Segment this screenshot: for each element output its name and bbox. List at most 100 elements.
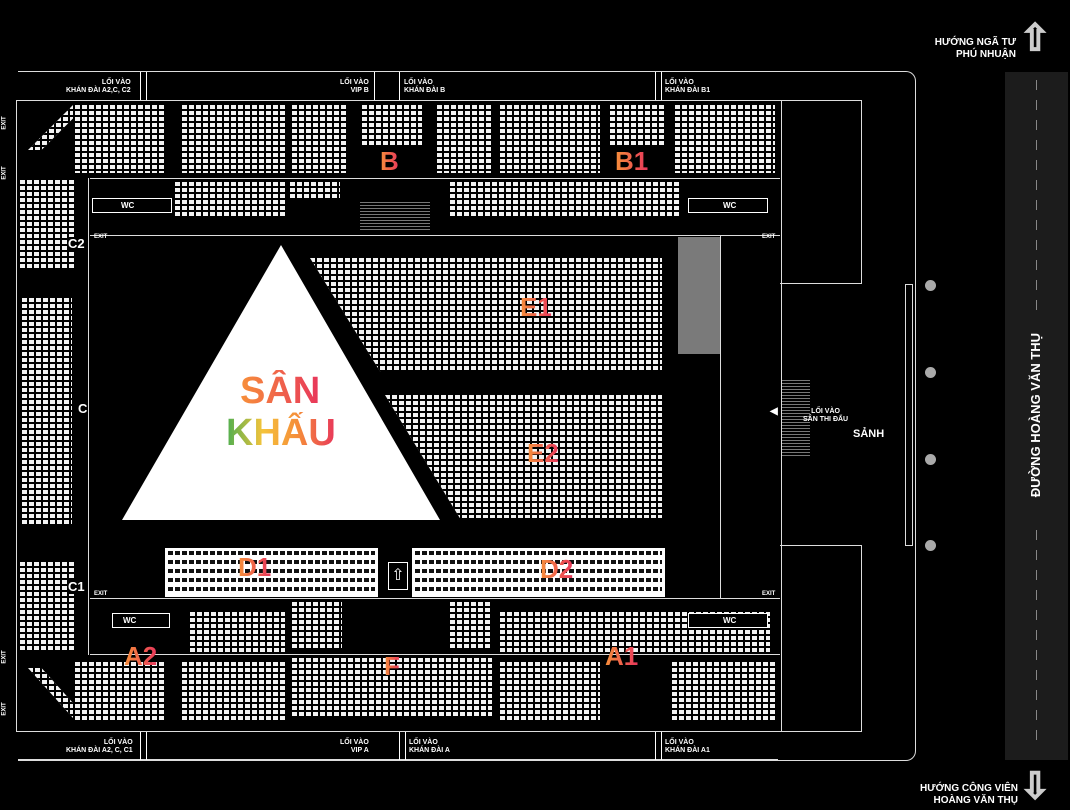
section-b1[interactable]: B1: [615, 146, 649, 176]
seat-block-corridor-top[interactable]: [290, 182, 340, 198]
road-centerline: [1036, 530, 1037, 750]
exit-label: EXIT: [1, 166, 8, 180]
tree-icon: [925, 280, 936, 291]
section-c1[interactable]: C1: [68, 579, 85, 594]
section-e2[interactable]: E2: [527, 438, 559, 468]
seat-block-top[interactable]: [292, 105, 347, 173]
exit-label: EXIT: [1, 116, 8, 130]
seat-block-vip-a[interactable]: [450, 602, 490, 650]
section-e1[interactable]: E1: [520, 292, 552, 322]
section-d1[interactable]: D1: [238, 552, 272, 582]
seat-block-top[interactable]: [675, 105, 775, 173]
exit-label: EXIT: [1, 650, 8, 664]
entrance-label: LỐI VÀO: [101, 79, 131, 86]
section-f[interactable]: F: [384, 651, 400, 681]
arrow-icon: [140, 732, 141, 760]
entrance-label: LỐI VÀO: [665, 79, 694, 86]
seat-block-vip-b[interactable]: [362, 105, 422, 145]
entrance-label: KHÁN ĐÀI A2, C, C1: [66, 747, 133, 754]
direction-label: HOÀNG VĂN THỤ: [933, 795, 1018, 806]
bottom-corridor: [90, 598, 780, 655]
seat-block-bottom[interactable]: [182, 662, 285, 722]
seat-block-corridor-bottom[interactable]: [190, 612, 285, 652]
arrow-icon: [140, 72, 141, 100]
arrow-icon: [655, 72, 656, 100]
stairs: [360, 200, 430, 230]
seat-block-vip-a[interactable]: [292, 602, 342, 650]
seat-block-top[interactable]: [437, 105, 492, 173]
bottom-walkway: [18, 759, 778, 760]
section-b[interactable]: B: [380, 146, 399, 176]
entrance-label: LỐI VÀO: [340, 79, 369, 86]
wc-bottom-right: WC: [688, 613, 768, 628]
arena-doors: [782, 378, 810, 456]
arrow-icon: [655, 732, 656, 760]
section-c[interactable]: C: [78, 401, 88, 416]
building-outline: [18, 71, 916, 761]
entrance-label: LỐI VÀO: [665, 739, 694, 746]
lobby-label: SẢNH: [853, 428, 885, 440]
section-c2[interactable]: C2: [68, 236, 85, 251]
exit-label: EXIT: [762, 591, 776, 597]
wc-top-right: WC: [688, 198, 768, 213]
exit-label: EXIT: [94, 591, 108, 597]
seat-block-top[interactable]: [500, 105, 600, 173]
entrance-label: LỐI VÀO: [409, 739, 438, 746]
seat-block-d2[interactable]: [412, 548, 665, 597]
seat-block-top[interactable]: [182, 105, 285, 173]
arrow-icon: [661, 732, 662, 760]
seat-block-corridor-top[interactable]: [450, 182, 680, 216]
seat-block-f[interactable]: [292, 658, 492, 718]
arrow-up-icon: ⇧: [1019, 17, 1051, 58]
tech-booth: [678, 237, 720, 354]
section-a2[interactable]: A2: [124, 641, 158, 671]
stage-label-line1: SÂN: [240, 370, 321, 412]
entrance-label: LỐI VÀO: [103, 739, 133, 746]
seat-block-top[interactable]: [75, 105, 165, 173]
arrow-icon: [374, 72, 375, 100]
seat-block-bottom[interactable]: [500, 662, 600, 722]
direction-label: PHÚ NHUẬN: [956, 49, 1016, 60]
direction-label: HƯỚNG CÔNG VIÊN: [920, 783, 1018, 794]
entrance-label: LỐI VÀO: [404, 79, 433, 86]
entrance-label: VIP A: [350, 747, 369, 754]
seat-block-bottom[interactable]: [672, 662, 777, 722]
arrow-icon: [405, 732, 406, 760]
seat-block-corridor-bottom[interactable]: [500, 612, 770, 652]
lobby-lower: [780, 545, 862, 732]
tree-icon: [925, 367, 936, 378]
seat-block-c2[interactable]: [20, 180, 75, 270]
entrance-label: KHÁN ĐÀI A2,C, C2: [66, 87, 131, 94]
seat-block-c1[interactable]: [20, 562, 75, 650]
entrance-label: KHÁN ĐÀI A: [409, 747, 450, 754]
seat-block-corridor-top[interactable]: [175, 182, 285, 216]
exit-label: EXIT: [1, 702, 8, 716]
direction-label: HƯỚNG NGÃ TƯ: [934, 37, 1016, 48]
left-stand-edge: [88, 178, 90, 655]
entrance-label: KHÁN ĐÀI A1: [665, 747, 710, 754]
tree-icon: [925, 454, 936, 465]
top-corridor: [90, 178, 780, 236]
seat-block-c[interactable]: [22, 298, 72, 526]
right-wall: [720, 236, 722, 598]
exit-label: EXIT: [762, 234, 776, 240]
stage-label-line2: KHẤU: [226, 412, 336, 454]
entrance-label: KHÁN ĐÀI B1: [665, 87, 711, 94]
entrance-label: VIP B: [350, 87, 369, 94]
arrow-down-icon: ⇩: [1019, 765, 1051, 806]
arrow-icon: [399, 732, 400, 760]
arena-entrance-arrow-icon: ◀: [770, 406, 778, 417]
seat-block-b1[interactable]: [610, 105, 665, 145]
seat-block-d1[interactable]: [165, 548, 378, 597]
arrow-up-icon: ⇧: [388, 562, 408, 590]
section-d2[interactable]: D2: [540, 554, 574, 584]
arrow-icon: [661, 72, 662, 100]
section-a1[interactable]: A1: [605, 641, 639, 671]
seat-block-bottom[interactable]: [75, 662, 165, 722]
tree-icon: [925, 540, 936, 551]
